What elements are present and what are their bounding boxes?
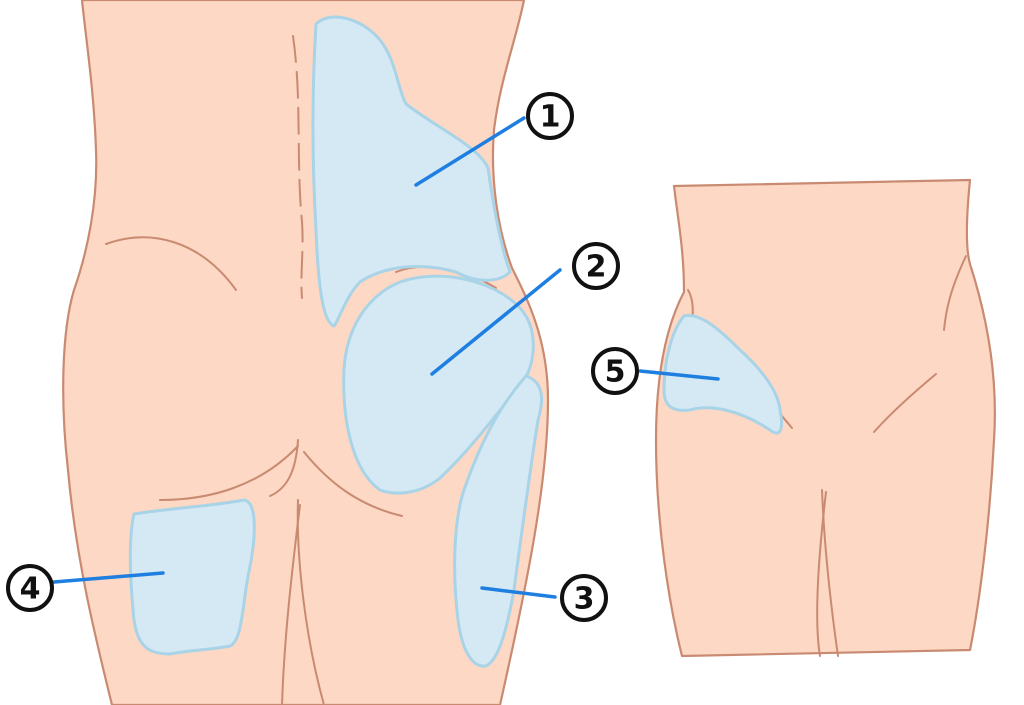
marker-5: 5 (591, 347, 639, 395)
leader-line-2 (430, 268, 562, 376)
leader-line-1 (414, 116, 526, 187)
right-gluteal-fold (303, 451, 403, 517)
left-leg-line (281, 504, 301, 705)
front-leg-separation (821, 489, 839, 657)
marker-1: 1 (526, 92, 574, 140)
marker-label-4: 4 (20, 572, 41, 607)
marker-label-1: 1 (540, 100, 561, 135)
leader-line-5 (638, 369, 720, 381)
marker-2: 2 (572, 242, 620, 290)
spine-line (292, 35, 304, 299)
right-groin-line (873, 373, 937, 433)
region-4 (128, 498, 256, 656)
front-view-figure (654, 178, 996, 658)
leader-lines (52, 116, 720, 599)
right-hip-line (943, 255, 967, 331)
front-inner-thigh (816, 491, 827, 657)
marker-label-2: 2 (586, 250, 607, 285)
region-5 (662, 313, 784, 435)
marker-label-5: 5 (605, 355, 626, 390)
marker-4: 4 (6, 564, 54, 612)
leader-line-3 (480, 586, 557, 599)
marker-label-3: 3 (574, 582, 595, 617)
region-3 (453, 374, 544, 668)
left-waist-curve (105, 236, 237, 291)
left-gluteal-fold (159, 445, 299, 501)
region-1 (311, 15, 512, 328)
marker-3: 3 (560, 574, 608, 622)
front-view-body (654, 178, 996, 658)
leader-line-4 (52, 571, 165, 584)
highlighted-regions (128, 15, 784, 668)
